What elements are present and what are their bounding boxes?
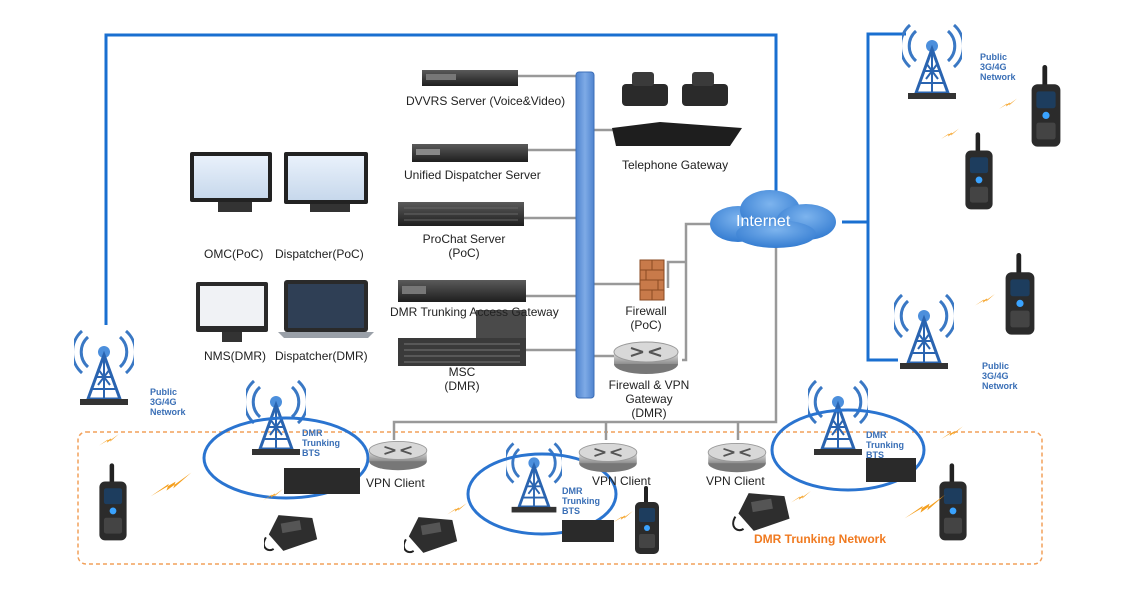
bts-tower-right <box>808 379 868 457</box>
radio-right <box>939 463 967 541</box>
telephone-gateway-device <box>612 122 742 146</box>
mobile-radio-middle <box>404 516 459 554</box>
lightning-5 <box>613 510 633 523</box>
bts-label-middle: DMR Trunking BTS <box>562 486 600 516</box>
vpn-client-label-left: VPN Client <box>366 476 425 490</box>
prochat-label-1: ProChat Server <box>422 232 506 246</box>
msc-server <box>398 310 526 366</box>
omc-poc-label: OMC(PoC) <box>204 247 264 261</box>
public-tower-right-top <box>902 23 962 101</box>
lightning-4 <box>447 502 467 515</box>
dmr-access-gateway-label: DMR Trunking Access Gateway <box>390 305 559 319</box>
nms-dmr-monitor <box>196 282 268 342</box>
unified-dispatcher-label: Unified Dispatcher Server <box>404 168 541 182</box>
vpn-client-label-middle: VPN Client <box>592 474 651 488</box>
bts-unit-middle <box>562 520 614 542</box>
dispatcher-poc-monitor <box>284 152 368 212</box>
lightning-11 <box>999 98 1017 109</box>
dmr-access-gateway <box>398 280 526 302</box>
omc-poc-monitor <box>190 152 272 212</box>
mobile-radio-left <box>264 514 319 552</box>
fw-vpn-router <box>612 340 680 376</box>
lightning-1 <box>150 472 192 497</box>
firewall-label-1: Firewall <box>625 304 667 318</box>
lightning-8 <box>941 426 963 439</box>
radio-public-3 <box>1005 253 1035 335</box>
public-link-right-bottom <box>866 222 898 362</box>
dmr-network-label: DMR Trunking Network <box>754 532 887 546</box>
bts-label-left: DMR Trunking BTS <box>302 428 340 458</box>
bts-unit-right <box>866 458 916 482</box>
lightning-6 <box>791 490 811 503</box>
radio-public-1 <box>1031 65 1061 147</box>
telephone-gateway-label: Telephone Gateway <box>622 158 729 172</box>
public-link-right-top <box>842 32 906 224</box>
dispatcher-dmr-label: Dispatcher(DMR) <box>275 349 368 363</box>
internet-label: Internet <box>736 213 791 230</box>
radio-left <box>99 463 127 541</box>
blue-links <box>104 32 906 362</box>
lightning-10 <box>975 293 995 306</box>
vpn-bus <box>392 238 778 440</box>
telephone-2 <box>682 72 728 106</box>
bts-ellipse-right <box>770 408 926 492</box>
firewall-to-internet <box>666 260 686 288</box>
core-backbone <box>575 71 595 399</box>
msc-label-1: MSC <box>448 365 476 379</box>
public-link-left <box>104 33 778 325</box>
lightning-9 <box>941 128 959 139</box>
bts-label-right: DMR Trunking BTS <box>866 430 904 460</box>
radio-public-2 <box>965 132 993 210</box>
bts-ellipse-left <box>202 416 370 500</box>
fw-vpn-to-internet <box>682 222 712 362</box>
fw-vpn-label-2: Gateway <box>625 392 673 406</box>
dvvrs-server <box>422 70 518 86</box>
dmr-network-boundary <box>77 431 1043 565</box>
unified-dispatcher-server <box>412 144 528 162</box>
msc-label-2: (DMR) <box>444 379 480 393</box>
public-tower-right-bottom <box>894 293 954 371</box>
prochat-label-2: (PoC) <box>448 246 480 260</box>
vpn-router-middle <box>578 442 638 474</box>
bts-unit-left <box>284 468 360 494</box>
firewall-label-2: (PoC) <box>630 318 662 332</box>
fw-vpn-label-3: (DMR) <box>631 406 667 420</box>
vpn-router-right <box>707 442 767 474</box>
public-tower-left <box>74 329 134 407</box>
dispatcher-dmr-laptop <box>278 280 374 338</box>
lightning-7 <box>904 494 946 519</box>
public-network-label-right-bottom: Public 3G/4G Network <box>982 361 1018 391</box>
vpn-client-label-right: VPN Client <box>706 474 765 488</box>
bts-ellipse-middle <box>466 452 618 536</box>
telephone-1 <box>622 72 668 106</box>
lightning-2 <box>99 433 119 446</box>
internet-cloud <box>710 190 836 248</box>
radio-middle <box>635 486 659 554</box>
mobile-radio-right <box>732 491 791 533</box>
vpn-router-left <box>368 440 428 472</box>
dispatcher-poc-label: Dispatcher(PoC) <box>275 247 364 261</box>
firewall-device <box>639 259 665 301</box>
nms-dmr-label: NMS(DMR) <box>204 349 266 363</box>
dvvrs-label: DVVRS Server (Voice&Video) <box>406 94 566 108</box>
prochat-server <box>398 202 524 226</box>
public-network-label-right-top: Public 3G/4G Network <box>980 52 1016 82</box>
gray-links <box>392 74 778 440</box>
public-network-label-left: Public 3G/4G Network <box>150 387 186 417</box>
fw-vpn-label-1: Firewall & VPN <box>608 378 690 392</box>
